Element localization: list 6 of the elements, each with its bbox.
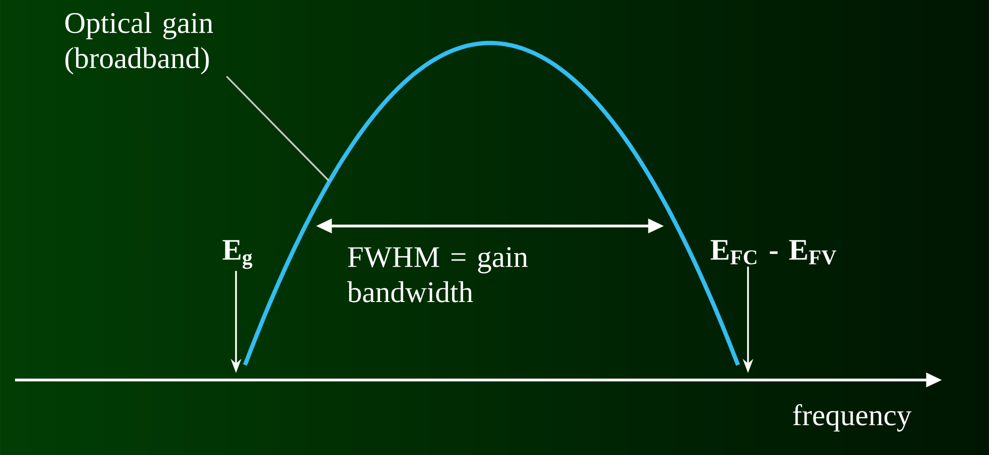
leader-line: [226, 76, 330, 182]
annotation-text: FWHM = gain bandwidth: [347, 247, 528, 302]
text-label: E$_{g}$: [222, 240, 252, 269]
text-label: E$_{FC}$ - E$_{FV}$: [710, 240, 836, 265]
text-label: Optical gain (broadband): [65, 12, 214, 74]
axis-label: frequency: [793, 404, 912, 432]
